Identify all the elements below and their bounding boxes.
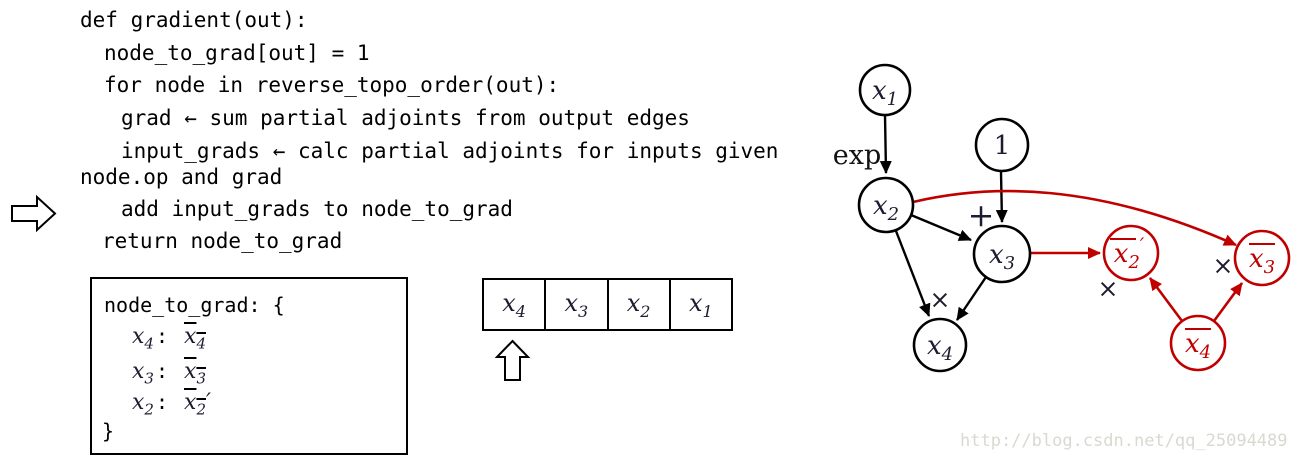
graph-node-x4: x4 bbox=[912, 317, 968, 373]
svg-text:x4: x4 bbox=[1185, 329, 1211, 363]
op-label-exp: exp bbox=[833, 140, 882, 171]
edge-adjx4-adjx2 bbox=[1148, 277, 1184, 322]
code-line: grad ← sum partial adjoints from output … bbox=[121, 106, 690, 130]
array-cell-x4: x4 bbox=[502, 288, 526, 321]
graph-node-x1: x1 bbox=[858, 63, 912, 117]
edge-x2-x4 bbox=[894, 230, 931, 317]
code-line: input_grads ← calc partial adjoints for … bbox=[121, 139, 779, 163]
graph-node-adj-x3: x3 bbox=[1233, 229, 1291, 287]
edge-adjx4-adjx3 bbox=[1212, 282, 1244, 322]
topo-pointer-arrow bbox=[494, 339, 531, 381]
array-cell-x2: x2 bbox=[606, 280, 669, 329]
dict-key: x3 bbox=[132, 359, 154, 388]
code-line-current: add input_grads to node_to_grad bbox=[121, 197, 513, 221]
graph-node-const1: 1 bbox=[974, 117, 1030, 173]
edge-const1-x3 bbox=[995, 171, 1008, 223]
code-line: node_to_grad[out] = 1 bbox=[104, 41, 370, 65]
svg-text:1: 1 bbox=[994, 131, 1011, 161]
dict-entry-x3: x3:x3 bbox=[132, 359, 206, 388]
dict-value: x2 bbox=[184, 390, 206, 419]
svg-text:x4: x4 bbox=[927, 331, 953, 365]
op-label-times-x4: × bbox=[930, 285, 951, 314]
code-line: return node_to_grad bbox=[102, 229, 343, 253]
graph-node-x3: x3 bbox=[972, 224, 1032, 284]
svg-text:x1: x1 bbox=[872, 76, 898, 110]
array-cell-x1: x1 bbox=[668, 280, 731, 329]
op-label-times-adjx3: × bbox=[1213, 251, 1234, 280]
svg-text:x2′: x2′ bbox=[1114, 234, 1145, 273]
svg-text:x3: x3 bbox=[1249, 244, 1275, 278]
code-pointer-arrow bbox=[11, 194, 57, 233]
node-to-grad-box: node_to_grad: { x4:x4 x3:x3 x2:x2′ } bbox=[90, 277, 408, 455]
dict-key: x2 bbox=[132, 390, 154, 419]
edge-x2-adjx3 bbox=[912, 189, 1237, 247]
op-label-times-adjx2: × bbox=[1098, 274, 1119, 303]
watermark-url: http://blog.csdn.net/qq_25094489 bbox=[960, 431, 1288, 451]
graph-node-adj-x2: x2′ bbox=[1102, 224, 1160, 282]
dict-entry-x4: x4:x4 bbox=[132, 324, 206, 353]
edge-x2-x3 bbox=[910, 213, 972, 242]
dict-entry-x2: x2:x2′ bbox=[132, 390, 211, 419]
svg-text:x3: x3 bbox=[989, 240, 1015, 274]
dict-key: x4 bbox=[132, 324, 154, 353]
graph-node-x2: x2 bbox=[857, 176, 915, 234]
dict-value: x3 bbox=[184, 359, 206, 388]
edge-x1-x2 bbox=[879, 114, 892, 174]
array-cell-x3: x3 bbox=[544, 280, 606, 329]
dict-open-line: node_to_grad: { bbox=[104, 293, 285, 317]
dict-close-line: } bbox=[102, 419, 115, 443]
op-label-plus: + bbox=[968, 196, 995, 234]
code-line: def gradient(out): bbox=[80, 8, 308, 32]
topo-order-array: x4 x3 x2 x1 bbox=[482, 278, 733, 331]
dict-value: x4 bbox=[184, 324, 206, 353]
code-line: node.op and grad bbox=[80, 165, 283, 189]
edge-x3-x4 bbox=[956, 276, 987, 321]
code-line: for node in reverse_topo_order(out): bbox=[104, 73, 560, 97]
graph-node-adj-x4: x4 bbox=[1169, 314, 1227, 372]
svg-text:x2: x2 bbox=[873, 191, 899, 225]
